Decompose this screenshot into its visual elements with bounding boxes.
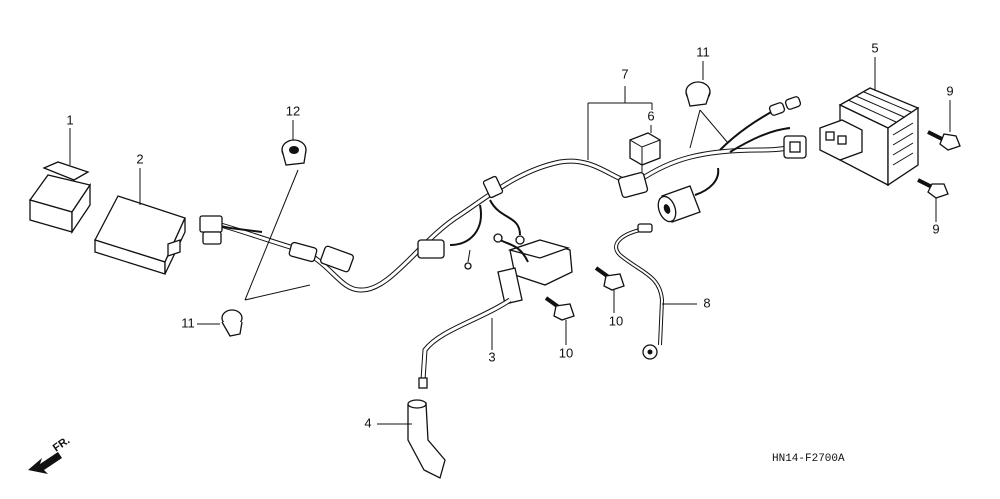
label-part-10b: 10 — [559, 345, 573, 360]
label-part-10a: 10 — [609, 313, 623, 328]
part-11b-clamp[interactable] — [685, 81, 711, 107]
label-part-11a: 11 — [181, 315, 195, 330]
label-part-8: 8 — [703, 295, 710, 310]
label-part-12: 12 — [286, 103, 300, 118]
part-4-spark-plug-cap[interactable] — [407, 399, 446, 479]
part-6-relay[interactable] — [629, 132, 661, 172]
wire-harness[interactable] — [199, 96, 807, 293]
part-10a-bolt[interactable] — [594, 266, 625, 291]
label-part-6: 6 — [647, 108, 654, 123]
label-part-2: 2 — [136, 151, 143, 166]
label-part-5: 5 — [871, 40, 878, 55]
front-direction-arrow: FR. — [28, 434, 72, 474]
part-12-grommet[interactable] — [281, 139, 307, 166]
front-label: FR. — [51, 434, 72, 454]
label-part-3: 3 — [488, 349, 495, 364]
label-part-1: 1 — [66, 112, 73, 127]
part-1-relay[interactable] — [28, 161, 92, 235]
part-5-regulator-rectifier[interactable] — [819, 87, 920, 187]
part-11a-clamp[interactable] — [221, 309, 243, 337]
label-part-4: 4 — [364, 415, 371, 430]
label-part-9b: 9 — [932, 221, 939, 236]
label-part-7: 7 — [621, 66, 628, 81]
part-3-ignition-coil[interactable] — [418, 233, 573, 389]
label-part-11b: 11 — [696, 44, 710, 59]
diagram-code: HN14-F2700A — [772, 453, 845, 465]
part-7-bracket — [587, 86, 653, 160]
part-10b-bolt[interactable] — [544, 296, 575, 321]
part-8-ground-lead[interactable] — [614, 223, 665, 360]
label-part-9a: 9 — [946, 83, 953, 98]
part-9b-bolt[interactable] — [917, 178, 949, 199]
part-2-control-unit[interactable] — [94, 195, 186, 275]
part-9a-bolt[interactable] — [927, 130, 961, 151]
